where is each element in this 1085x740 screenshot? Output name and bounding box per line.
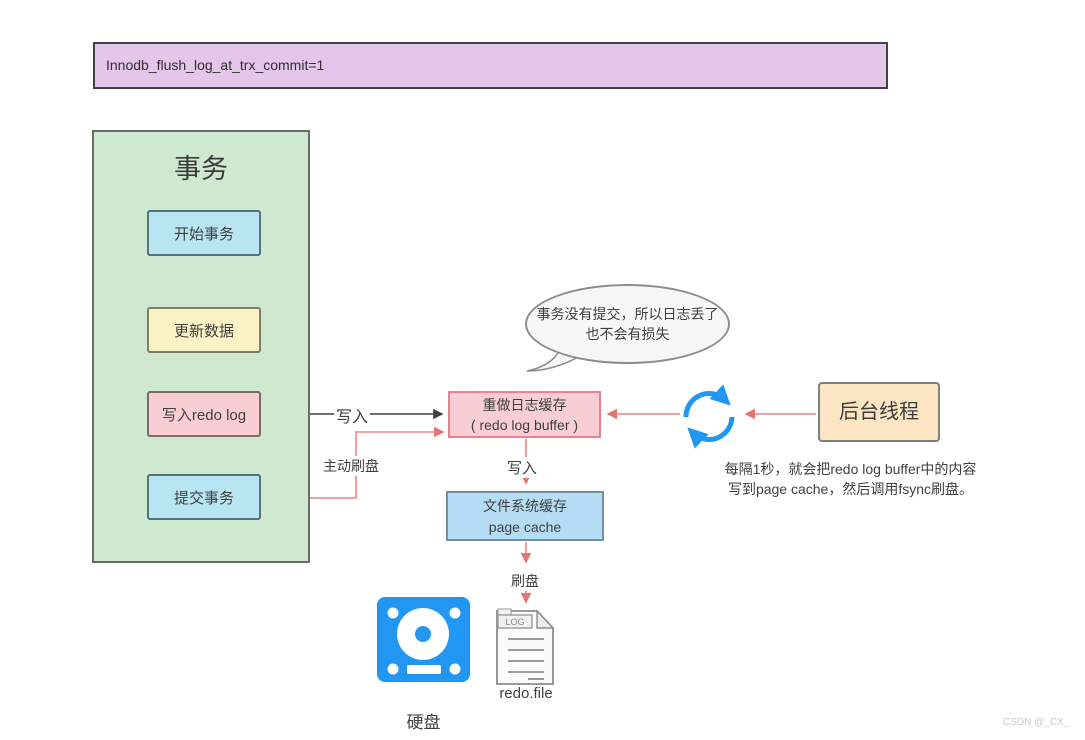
background-thread-note: 每隔1秒，就会把redo log buffer中的内容 写到page cache… (693, 459, 1008, 499)
note-line1: 每隔1秒，就会把redo log buffer中的内容 (724, 461, 977, 477)
transaction-panel-title: 事务 (174, 154, 228, 184)
disk-label: 硬盘 (406, 713, 441, 732)
log-file-icon: LOG (496, 608, 555, 685)
step-update-data: 更新数据 (147, 307, 261, 353)
config-banner-text: Innodb_flush_log_at_trx_commit=1 (106, 57, 325, 73)
watermark: CSDN @_CX_ (1003, 717, 1070, 728)
step-begin-transaction: 开始事务 (147, 210, 261, 256)
log-badge-tab (497, 608, 512, 616)
step-commit-transaction: 提交事务 (147, 474, 261, 520)
redo-file-label: redo.file (499, 685, 553, 702)
step-label: 写入redo log (161, 406, 247, 424)
node-background-thread: 后台线程 (818, 382, 940, 442)
node-redo-log-buffer: 重做日志缓存 ( redo log buffer ) (448, 391, 601, 438)
hard-disk-icon (377, 597, 470, 682)
step-label: 提交事务 (173, 489, 234, 507)
edge-label-write-to-cache: 写入 (505, 457, 540, 478)
background-thread-label: 后台线程 (839, 401, 919, 423)
note-line2: 写到page cache，然后调用fsync刷盘。 (727, 481, 974, 497)
speech-bubble-line1: 事务没有提交，所以日志丢了 (536, 306, 719, 322)
step-label: 更新数据 (173, 322, 234, 340)
redo-log-buffer-line1: 重做日志缓存 (482, 397, 567, 413)
step-label: 开始事务 (173, 225, 234, 243)
refresh-arc-bottom (687, 416, 735, 449)
step-write-redo-log: 写入redo log (147, 391, 261, 437)
speech-bubble-line2: 也不会有损失 (585, 326, 670, 342)
edge-label-active-flush: 主动刷盘 (321, 456, 381, 476)
config-banner: Innodb_flush_log_at_trx_commit=1 (93, 42, 888, 89)
refresh-loop-icon (683, 384, 735, 449)
log-badge (497, 614, 533, 629)
redo-log-buffer-line2: ( redo log buffer ) (470, 417, 579, 433)
edge-label-flush-to-disk: 刷盘 (509, 571, 541, 591)
edge-label-write-to-buffer: 写入 (334, 403, 371, 427)
log-badge-text: LOG (505, 617, 524, 627)
refresh-arc-top (683, 384, 731, 418)
page-cache-line1: 文件系统缓存 (483, 498, 567, 514)
node-page-cache: 文件系统缓存 page cache (446, 491, 604, 541)
page-cache-line2: page cache (488, 519, 562, 535)
speech-bubble: 事务没有提交，所以日志丢了 也不会有损失 (525, 284, 730, 364)
